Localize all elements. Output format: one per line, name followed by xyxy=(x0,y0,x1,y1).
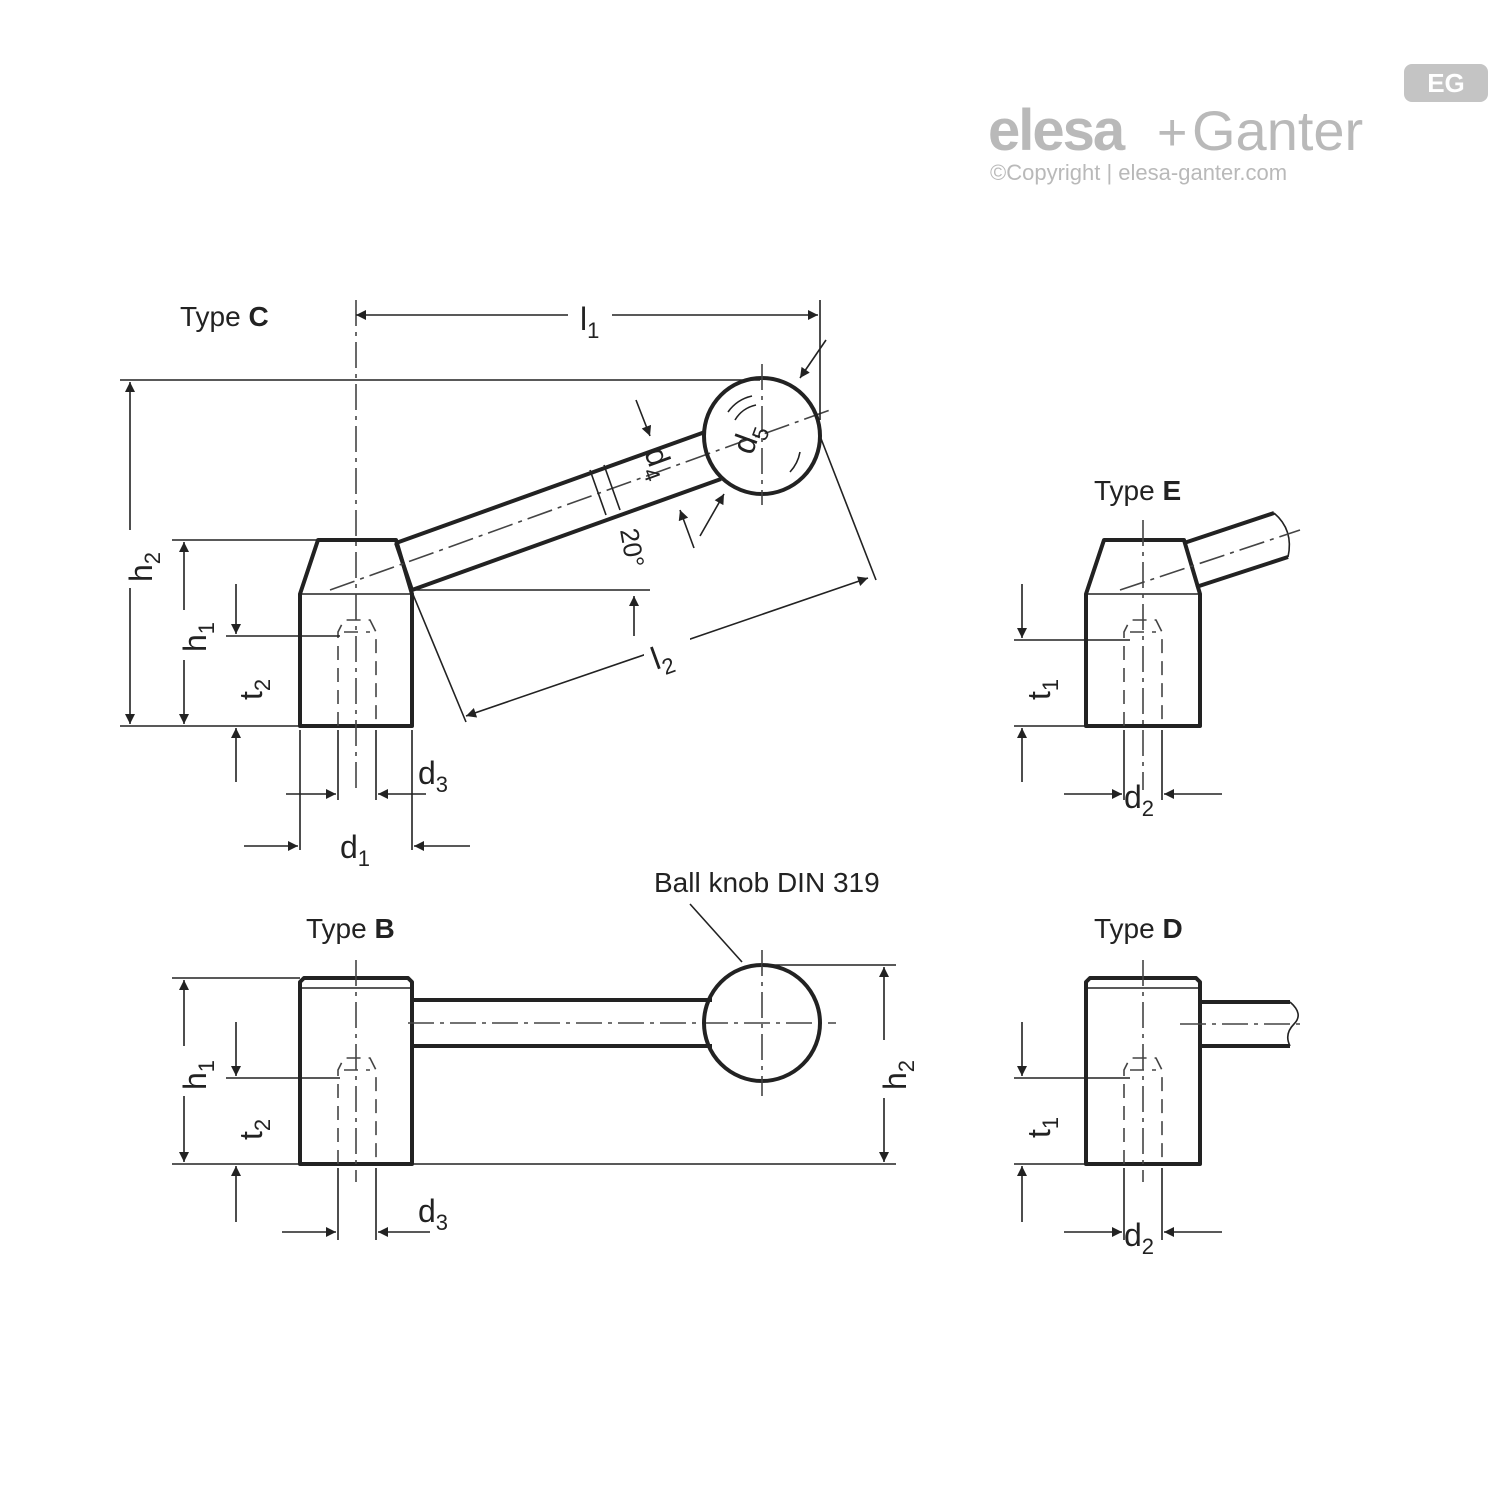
type-b-title: Type B xyxy=(306,913,395,944)
type-e-title: Type E xyxy=(1094,475,1181,506)
view-type-d: Type D t1 d2 xyxy=(1014,913,1306,1259)
dim-d5-label: d5 xyxy=(725,418,775,461)
type-b-dim-d3-label: d3 xyxy=(418,1193,448,1235)
dim-d4-arrow-bottom xyxy=(678,509,695,549)
dim-d5-arrow-bottom xyxy=(699,493,725,537)
eg-logo-mark: EG xyxy=(1404,64,1488,102)
type-e-stub-end xyxy=(1273,512,1291,558)
view-type-b: Type B Ball knob DIN 319 h1 t2 d3 xyxy=(164,867,919,1240)
dim-l2-ext-right xyxy=(819,435,877,581)
dim-d4-arrow-top xyxy=(635,399,652,437)
type-b-dim-h2-label: h2 xyxy=(877,1060,919,1090)
dim-d1-label: d1 xyxy=(340,829,370,871)
type-c-bore xyxy=(337,619,377,726)
type-e-dim-t1-label: t1 xyxy=(1021,679,1063,700)
dim-d5-arrow-top xyxy=(799,339,827,379)
type-c-arm-centerline xyxy=(329,409,831,591)
type-c-arm-root xyxy=(394,542,414,591)
view-type-e: Type E t1 d2 xyxy=(1014,475,1301,821)
type-d-title: Type D xyxy=(1094,913,1183,944)
ball-knob-leader xyxy=(689,903,743,963)
type-e-stub-bottom xyxy=(1195,555,1289,589)
dim-h1-label: h1 xyxy=(177,622,219,652)
type-e-dim-d2-label: d2 xyxy=(1124,779,1154,821)
dim-t2-label: t2 xyxy=(233,679,275,700)
brand-plus-sign: + xyxy=(1157,104,1187,162)
type-e-stub-centerline xyxy=(1119,529,1301,591)
type-c-ball-shade-1 xyxy=(727,395,753,413)
brand-name-ganter: Ganter xyxy=(1192,99,1363,162)
brand-watermark: EG elesa + Ganter ©Copyright | elesa-gan… xyxy=(988,64,1488,185)
type-b-dim-t2-label: t2 xyxy=(233,1119,275,1140)
type-b-bore xyxy=(337,1057,377,1164)
type-d-stub-end xyxy=(1286,1001,1299,1047)
type-b-dim-h1-label: h1 xyxy=(177,1060,219,1090)
type-c-arm-break-1 xyxy=(589,469,607,516)
type-d-dim-d2-label: d2 xyxy=(1124,1217,1154,1259)
dim-h2-label: h2 xyxy=(123,552,165,582)
type-c-ball-shade-3 xyxy=(789,451,801,473)
type-c-arm-break-2 xyxy=(603,464,621,511)
type-c-ball-shade-2 xyxy=(734,404,757,421)
dim-l2-ext-left xyxy=(411,591,467,723)
angle-label: 20° xyxy=(614,526,650,570)
dim-l1-label: l1 xyxy=(580,301,599,343)
dim-d3-label: d3 xyxy=(418,755,448,797)
type-c-arm-bottom xyxy=(411,477,722,592)
type-d-hub-outline xyxy=(1084,976,1202,1166)
copyright-text: ©Copyright | elesa-ganter.com xyxy=(990,160,1287,185)
eg-logo-text: EG xyxy=(1427,68,1465,98)
type-e-stub-top xyxy=(1183,511,1275,545)
type-d-dim-t1-label: t1 xyxy=(1021,1117,1063,1138)
type-c-title: Type C xyxy=(180,301,269,332)
ball-knob-callout: Ball knob DIN 319 xyxy=(654,867,880,898)
type-c-arm-top xyxy=(395,430,706,545)
brand-name-elesa: elesa xyxy=(988,98,1126,163)
view-type-c: Type C l1 h2 xyxy=(110,294,877,871)
